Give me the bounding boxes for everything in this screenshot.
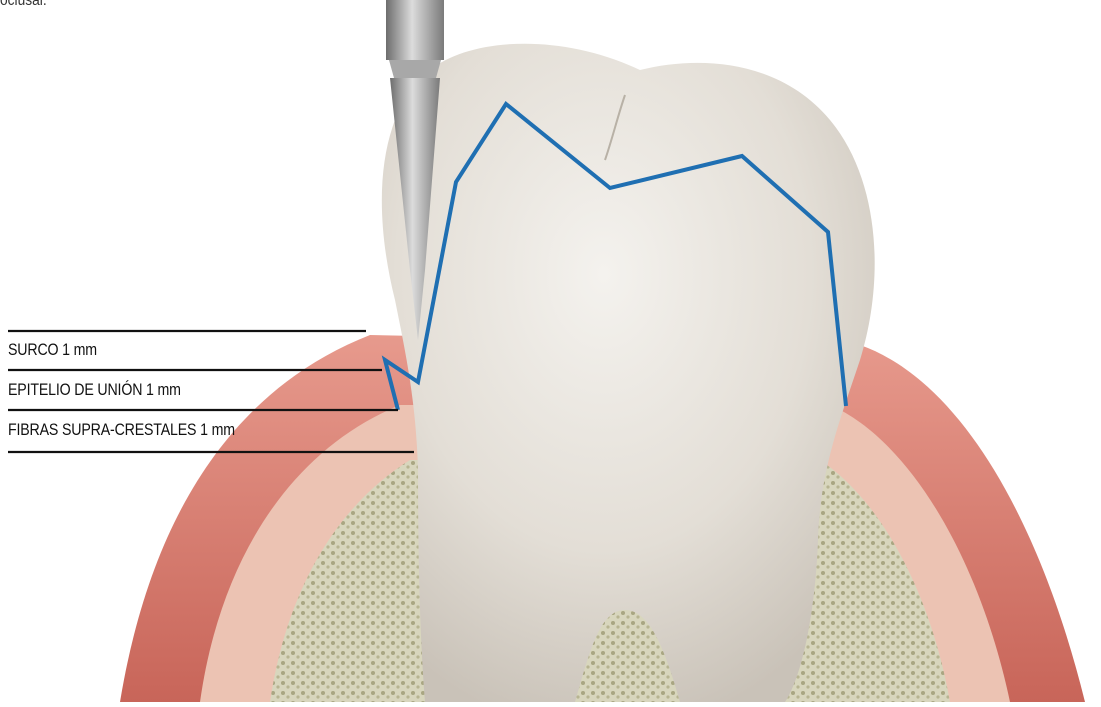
bur-head [389,60,441,78]
label-sulcus: SURCO 1 mm [8,341,97,360]
label-supracrestal-fibers: FIBRAS SUPRA-CRESTALES 1 mm [8,421,235,440]
label-junctional-epithelium: EPITELIO DE UNIÓN 1 mm [8,381,181,400]
bur-shank [386,0,444,60]
top-text-fragment: oclusal. [0,0,47,10]
tooth [382,44,875,702]
